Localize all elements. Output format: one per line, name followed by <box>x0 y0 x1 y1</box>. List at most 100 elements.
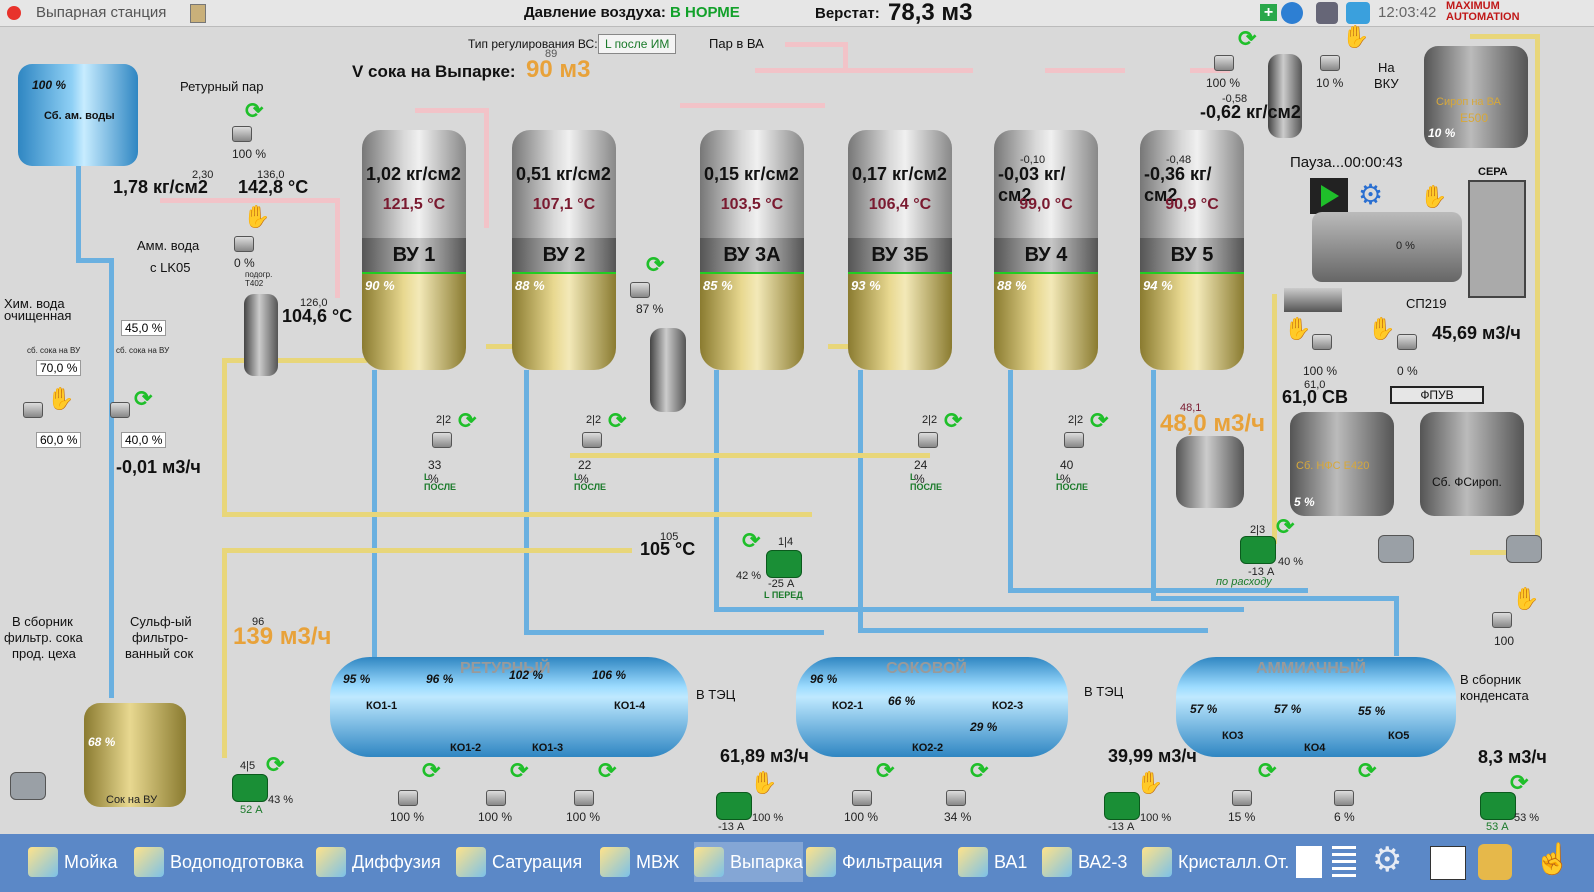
tab-1[interactable]: Мойка <box>28 842 118 882</box>
juice-tank[interactable] <box>84 703 186 807</box>
sok-valve-1[interactable] <box>852 790 872 806</box>
juice-condensate-tank[interactable] <box>796 657 1068 757</box>
manual-hand-icon[interactable]: ✋ <box>1368 316 1396 341</box>
manual-hand-icon[interactable]: ✋ <box>750 770 778 795</box>
manual-hand-icon[interactable]: ✋ <box>1284 316 1312 341</box>
mid-pump-1-4[interactable] <box>766 550 802 578</box>
amm-pump[interactable] <box>1480 792 1516 820</box>
refresh-icon[interactable]: ⟳ <box>245 98 264 123</box>
refresh-icon[interactable]: ⟳ <box>422 758 441 783</box>
user-icon[interactable] <box>1316 2 1338 24</box>
refresh-icon[interactable]: ⟳ <box>1090 408 1109 433</box>
refresh-icon[interactable]: ⟳ <box>876 758 895 783</box>
vu3-steam-valve[interactable] <box>630 282 650 298</box>
sok-valve-2[interactable] <box>946 790 966 806</box>
feed-pump-4-5[interactable] <box>232 774 268 802</box>
ret-valve-1[interactable] <box>398 790 418 806</box>
tab-11[interactable]: От. <box>1264 842 1289 882</box>
refresh-icon[interactable]: ⟳ <box>1510 770 1529 795</box>
refresh-icon[interactable]: ⟳ <box>944 408 963 433</box>
ret-valve-2[interactable] <box>486 790 506 806</box>
amm-water-valve[interactable] <box>234 236 254 252</box>
settings-icon[interactable]: ⚙ <box>1372 841 1403 879</box>
refresh-icon[interactable]: ⟳ <box>598 758 617 783</box>
add-icon[interactable]: + <box>1260 4 1277 21</box>
tab-2[interactable]: Водоподготовка <box>134 842 304 882</box>
notebook-icon[interactable] <box>190 4 206 23</box>
operator-icon[interactable] <box>1478 844 1512 880</box>
close-icon[interactable] <box>7 6 21 20</box>
touch-icon[interactable]: ☝ <box>1534 843 1572 876</box>
return-condensate-tank[interactable] <box>330 657 688 757</box>
outlet-valve[interactable] <box>432 432 452 448</box>
outlet-valve[interactable] <box>582 432 602 448</box>
vku-valve-2[interactable] <box>1320 55 1340 71</box>
fpuv-box[interactable]: ФПУВ <box>1390 386 1484 404</box>
refresh-icon[interactable]: ⟳ <box>1238 26 1257 51</box>
amm-valve-2[interactable] <box>1334 790 1354 806</box>
setpoint-1[interactable]: 45,0 % <box>121 320 167 336</box>
separator-vessel[interactable] <box>650 328 686 412</box>
vku-valve-1[interactable] <box>1214 55 1234 71</box>
heater-t402[interactable] <box>244 294 278 376</box>
tab-6[interactable]: Выпарка <box>694 842 803 882</box>
fsyrup-tank[interactable] <box>1420 412 1524 516</box>
return-steam-valve[interactable] <box>232 126 252 142</box>
tab-10[interactable]: Кристалл. <box>1142 842 1262 882</box>
trend-chart-icon[interactable] <box>1430 846 1466 880</box>
juice-tank-pump[interactable] <box>10 772 46 800</box>
manual-hand-icon[interactable]: ✋ <box>1420 184 1448 209</box>
manual-hand-icon[interactable]: ✋ <box>1512 586 1540 611</box>
document-icon[interactable] <box>1296 846 1322 878</box>
refresh-icon[interactable]: ⟳ <box>742 528 761 553</box>
manual-hand-icon[interactable]: ✋ <box>47 386 75 411</box>
ret-pump[interactable] <box>716 792 752 820</box>
amm-valve-1[interactable] <box>1232 790 1252 806</box>
manual-hand-icon[interactable]: ✋ <box>1342 24 1370 49</box>
nfs-tank[interactable] <box>1290 412 1394 516</box>
setpoint-2[interactable]: 70,0 % <box>36 360 82 376</box>
centrifuge[interactable] <box>1312 212 1462 282</box>
refresh-icon[interactable]: ⟳ <box>608 408 627 433</box>
tab-5[interactable]: МВЖ <box>600 842 679 882</box>
ammonia-condensate-tank[interactable] <box>1176 657 1456 757</box>
tab-3[interactable]: Диффузия <box>316 842 441 882</box>
gear-icon[interactable]: ⚙ <box>1358 179 1384 210</box>
right-valve-4[interactable] <box>1397 334 1417 350</box>
fsyrup-pump[interactable] <box>1506 535 1542 563</box>
tab-8[interactable]: ВА1 <box>958 842 1027 882</box>
ret-valve-3[interactable] <box>574 790 594 806</box>
ammonia-water-tank[interactable] <box>18 64 138 166</box>
filter-unit[interactable] <box>1284 288 1342 312</box>
vacuum-vessel[interactable] <box>1268 54 1302 138</box>
regulation-button[interactable]: L после ИМ <box>598 34 677 54</box>
list-icon[interactable] <box>1332 846 1356 878</box>
syrup-tank[interactable] <box>1424 46 1528 148</box>
refresh-icon[interactable]: ⟳ <box>510 758 529 783</box>
sulfur-hopper[interactable] <box>1468 180 1526 298</box>
refresh-icon[interactable]: ⟳ <box>458 408 477 433</box>
right-valve-3[interactable] <box>1312 334 1332 350</box>
setpoint-3[interactable]: 60,0 % <box>36 432 82 448</box>
tab-7[interactable]: Фильтрация <box>806 842 943 882</box>
tab-9[interactable]: ВА2-3 <box>1042 842 1127 882</box>
setpoint-4[interactable]: 40,0 % <box>121 432 167 448</box>
refresh-icon[interactable]: ⟳ <box>1276 514 1295 539</box>
buffer-tank[interactable] <box>1176 436 1244 508</box>
condensate-valve[interactable] <box>1492 612 1512 628</box>
refresh-icon[interactable]: ⟳ <box>134 386 153 411</box>
telegram-icon[interactable] <box>1346 2 1370 24</box>
tab-4[interactable]: Сатурация <box>456 842 582 882</box>
sok-pump[interactable] <box>1104 792 1140 820</box>
manual-hand-icon[interactable]: ✋ <box>243 204 271 229</box>
refresh-icon[interactable]: ⟳ <box>970 758 989 783</box>
nfs-pump[interactable] <box>1378 535 1414 563</box>
manual-hand-icon[interactable]: ✋ <box>1136 770 1164 795</box>
refresh-icon[interactable]: ⟳ <box>1358 758 1377 783</box>
right-pump-2-3[interactable] <box>1240 536 1276 564</box>
chat-icon[interactable] <box>1281 2 1303 24</box>
